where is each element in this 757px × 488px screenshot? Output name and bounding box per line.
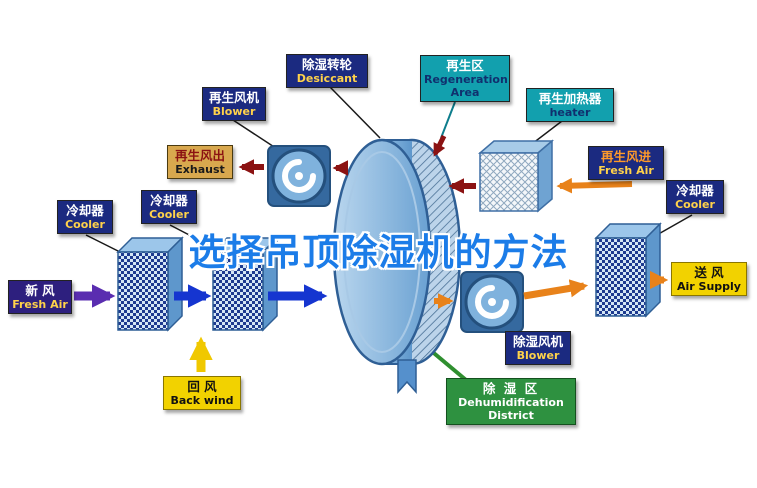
label-back-wind-en: Back wind <box>170 394 234 407</box>
dehumid-fan <box>461 272 523 332</box>
label-fresh-air-en: Fresh Air <box>12 298 68 311</box>
arrow-regen-area <box>432 134 447 157</box>
label-fresh-air-zh: 新 风 <box>25 283 55 298</box>
label-regen-fresh-air-zh: 再生风进 <box>600 149 651 164</box>
label-air-supply: 送 风 Air Supply <box>671 262 747 297</box>
label-cooler-left-zh: 冷却器 <box>66 203 104 218</box>
wheel-ribbon <box>397 359 417 394</box>
label-back-wind-zh: 回 风 <box>187 379 217 394</box>
regen-fan <box>268 146 330 206</box>
label-exhaust: 再生风出 Exhaust <box>167 145 233 180</box>
label-heater-en: heater <box>549 106 591 119</box>
label-dehumid-district: 除 湿 区 Dehumidification District <box>446 378 576 426</box>
label-cooler-right-zh: 冷却器 <box>676 183 714 198</box>
label-heater: 再生加热器 heater <box>526 88 614 123</box>
label-cooler-mid: 冷却器 Cooler <box>141 190 197 225</box>
label-cooler-mid-en: Cooler <box>149 208 189 221</box>
label-dehumid-blower-en: Blower <box>516 349 560 362</box>
label-dehumid-district-zh: 除 湿 区 <box>482 381 540 396</box>
label-regen-fresh-air: 再生风进 Fresh Air <box>588 146 664 181</box>
label-dehumid-blower: 除湿风机 Blower <box>505 331 571 366</box>
label-regen-blower-zh: 再生风机 <box>208 90 259 105</box>
label-regen-area-zh: 再生区 <box>446 58 484 73</box>
desiccant-wheel <box>332 138 462 394</box>
label-regen-blower-en: Blower <box>212 105 256 118</box>
label-heater-zh: 再生加热器 <box>538 91 602 106</box>
label-desiccant-en: Desiccant <box>296 72 358 85</box>
label-dehumid-district-en1: Dehumidification <box>458 396 564 409</box>
arrow-regen-air-in <box>556 177 633 194</box>
label-regen-area-en: Regeneration Area <box>424 73 508 100</box>
page-title: 选择吊顶除湿机的方法 <box>188 231 569 274</box>
label-cooler-right: 冷却器 Cooler <box>666 180 724 215</box>
label-fresh-air: 新 风 Fresh Air <box>8 280 72 315</box>
label-air-supply-en: Air Supply <box>677 280 741 293</box>
label-cooler-right-en: Cooler <box>675 198 715 211</box>
heater-box <box>477 139 555 213</box>
label-desiccant-zh: 除湿转轮 <box>301 57 352 72</box>
label-dehumid-district-en2: District <box>488 409 534 423</box>
label-air-supply-zh: 送 风 <box>694 265 724 280</box>
airflow-arrows <box>74 134 669 372</box>
label-regen-area: 再生区 Regeneration Area <box>420 55 510 103</box>
label-desiccant: 除湿转轮 Desiccant <box>286 54 368 89</box>
label-cooler-left-en: Cooler <box>65 218 105 231</box>
label-exhaust-en: Exhaust <box>175 163 225 176</box>
label-cooler-mid-zh: 冷却器 <box>150 193 188 208</box>
label-back-wind: 回 风 Back wind <box>163 376 241 411</box>
label-cooler-left: 冷却器 Cooler <box>57 200 113 235</box>
label-regen-blower: 再生风机 Blower <box>202 87 266 122</box>
label-dehumid-blower-zh: 除湿风机 <box>512 334 563 349</box>
label-exhaust-zh: 再生风出 <box>174 148 225 163</box>
label-regen-fresh-air-en: Fresh Air <box>598 164 654 177</box>
arrow-fan-to-cooler <box>523 279 589 300</box>
